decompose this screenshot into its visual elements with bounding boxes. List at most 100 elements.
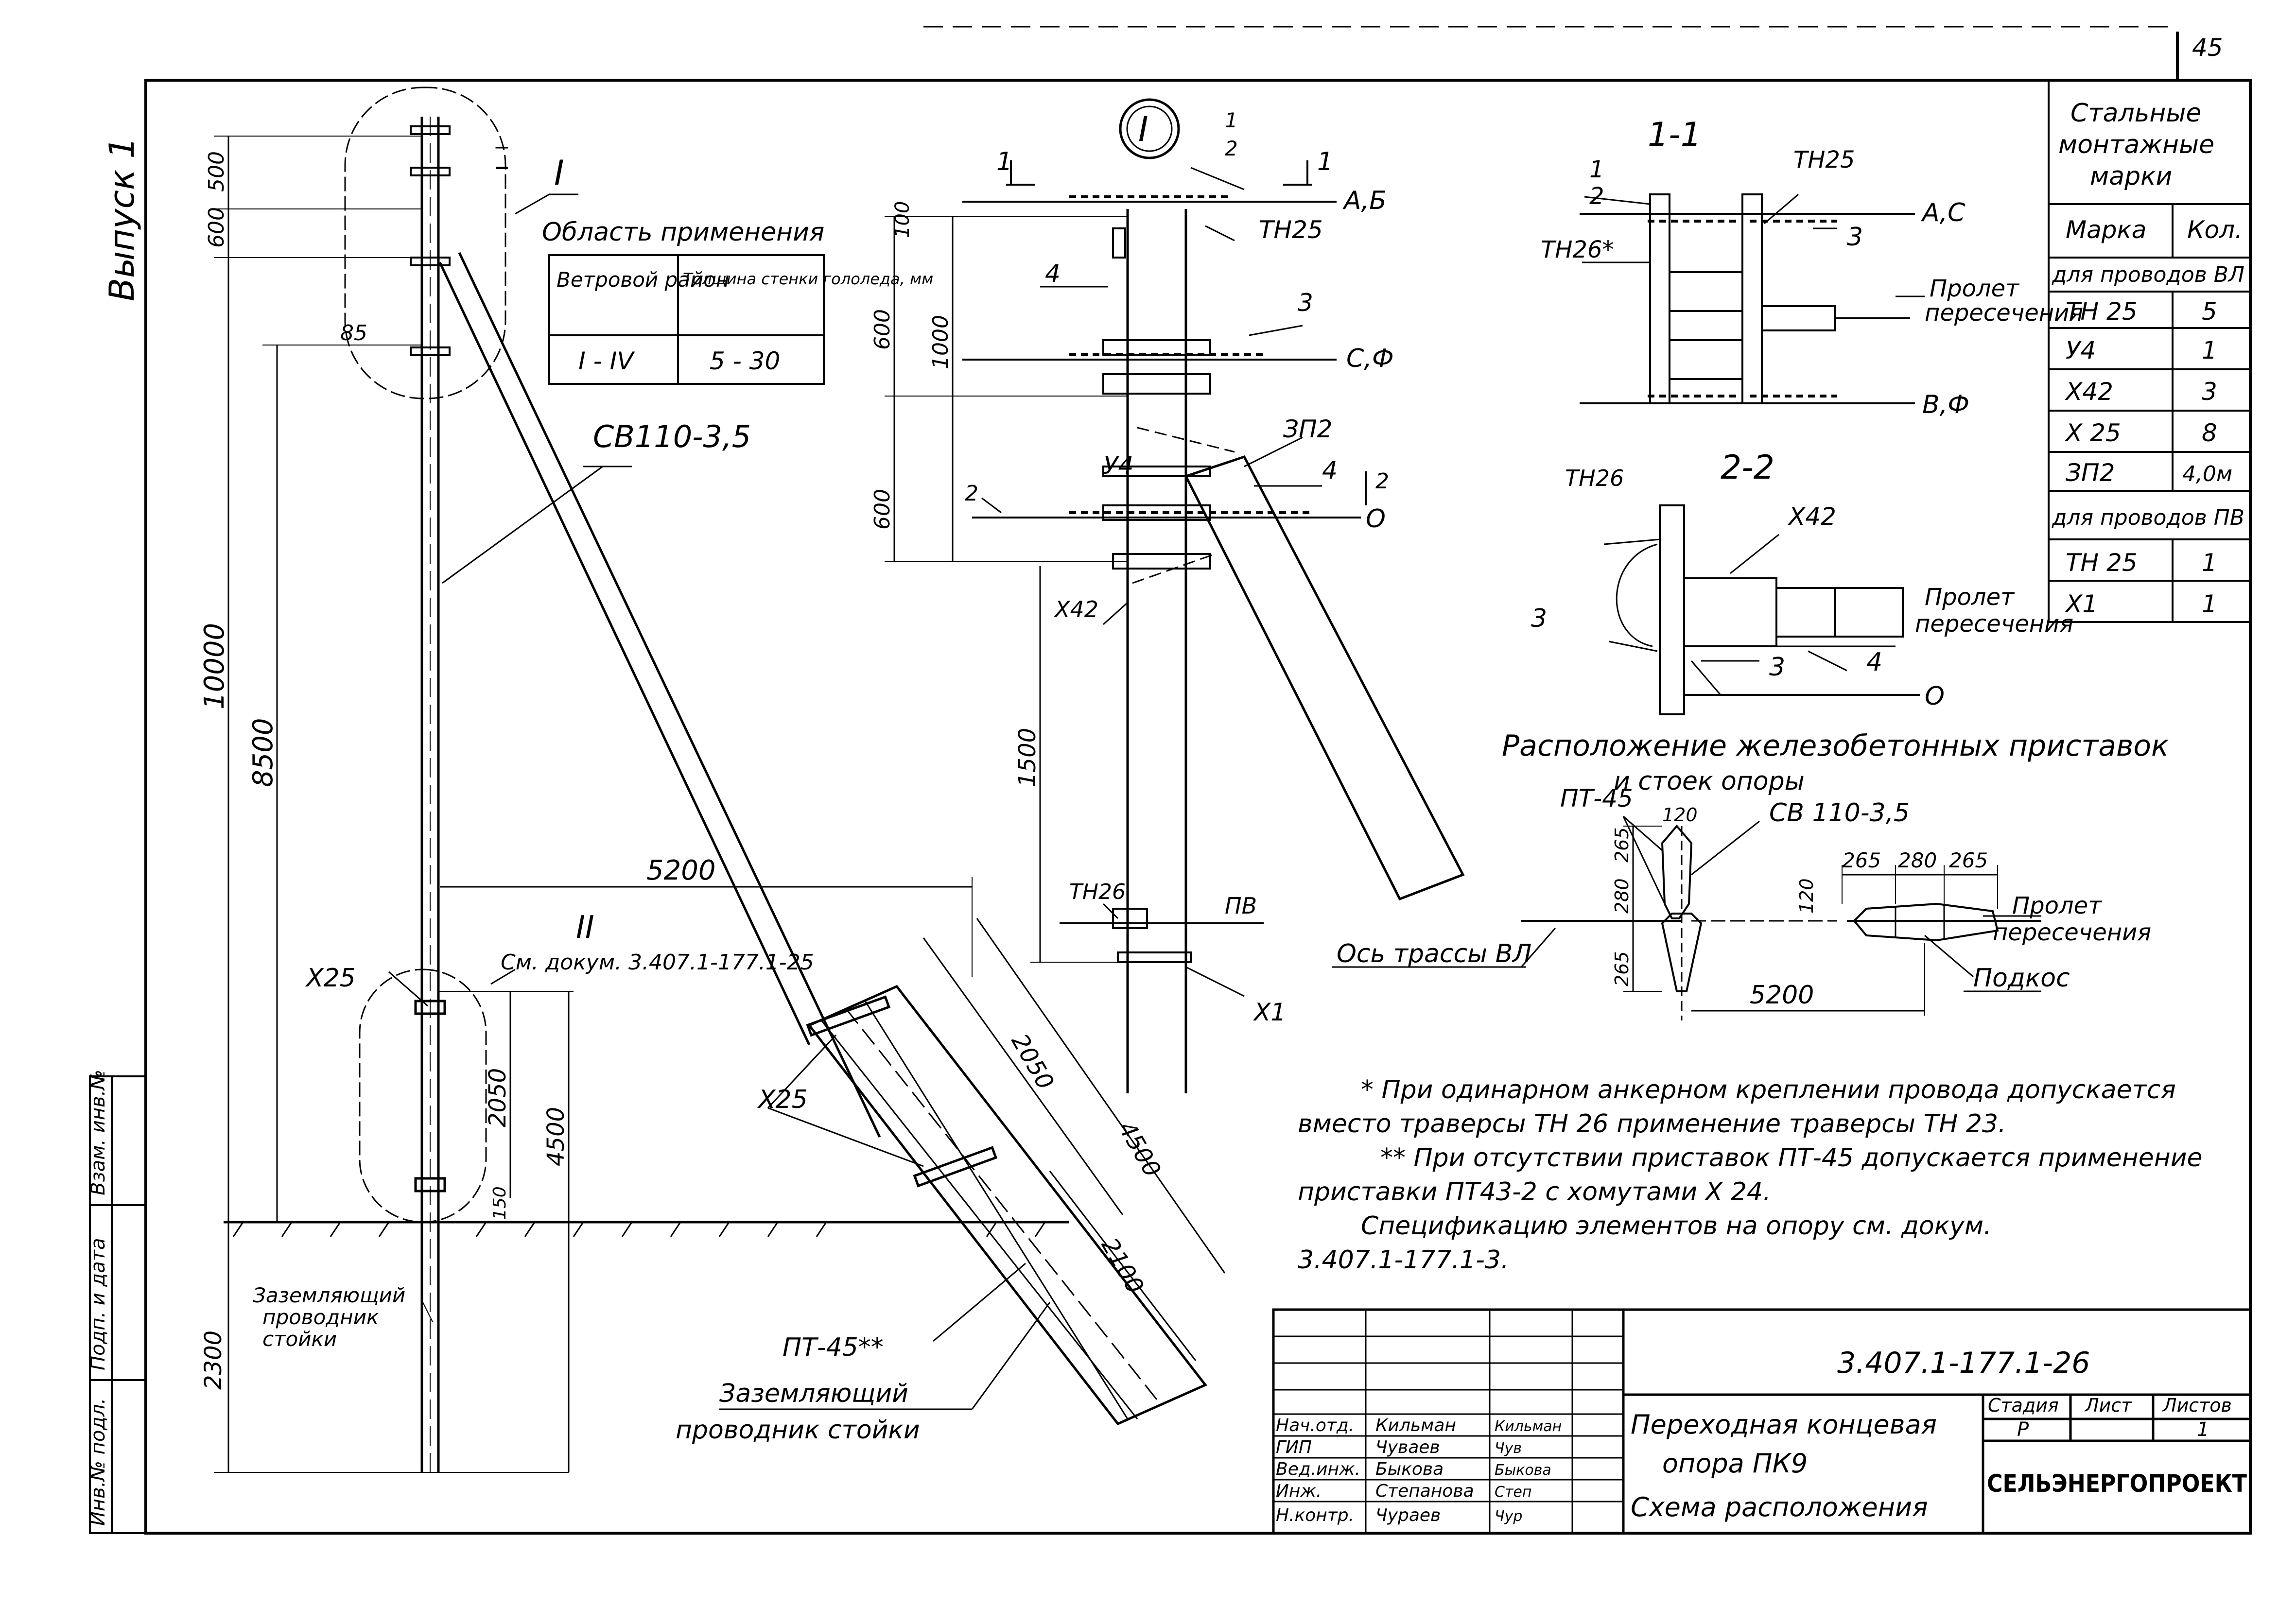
sec22-x42: Х42 bbox=[1787, 502, 1836, 531]
x25-tilted-label: Х25 bbox=[757, 1085, 808, 1114]
marks-title-1: Стальные bbox=[2070, 99, 2201, 128]
marks-vl-2-mark: Х42 bbox=[2064, 378, 2113, 406]
placement-dim-265-c: 265 bbox=[1842, 848, 1881, 872]
dim-4500-vertical: 4500 bbox=[542, 1107, 570, 1166]
callout-I-underline: ‾ bbox=[495, 143, 508, 171]
app-ice-value: 5 - 30 bbox=[710, 347, 780, 375]
sec22-n3b: 3 bbox=[1769, 653, 1785, 682]
sec11-phase-VF: В,Ф bbox=[1922, 390, 1969, 419]
name-3: Степанова bbox=[1375, 1481, 1474, 1501]
stage-header: Стадия bbox=[1988, 1395, 2059, 1416]
sec11-span-2: пересечения bbox=[1925, 299, 2083, 327]
ground-wire-left-2: проводник bbox=[262, 1305, 379, 1329]
role-3: Инж. bbox=[1276, 1481, 1322, 1501]
dim-600-b: 600 bbox=[870, 489, 895, 530]
detail-sec2-right: 2 bbox=[1375, 469, 1389, 494]
placement-sv: СВ 110-3,5 bbox=[1769, 798, 1910, 828]
placement-dim-280-b: 280 bbox=[1898, 848, 1937, 872]
placement-dim-265-d: 265 bbox=[1949, 848, 1988, 872]
detail-tn26: ТН26 bbox=[1069, 880, 1126, 904]
dim-150: 150 bbox=[490, 1186, 510, 1220]
sec22-n3a: 3 bbox=[1531, 604, 1547, 633]
app-wind-value: I - IV bbox=[578, 347, 635, 375]
name-1: Чуваев bbox=[1375, 1437, 1440, 1457]
name-4: Чураев bbox=[1375, 1505, 1441, 1525]
detail-I-sec1-left: 1 bbox=[996, 147, 1012, 176]
stamp-vzam: Взам. инв.№ bbox=[87, 1070, 109, 1195]
placement-dim-120: 120 bbox=[1662, 804, 1698, 826]
stamp-date: Подп. и дата bbox=[87, 1238, 109, 1370]
phase-AB: А,Б bbox=[1342, 186, 1387, 215]
sec22-tn26: ТН26 bbox=[1565, 465, 1624, 491]
sign-1: Чув bbox=[1495, 1440, 1522, 1457]
dim-2300: 2300 bbox=[200, 1331, 227, 1390]
detail-sec2-left: 2 bbox=[965, 481, 978, 506]
sec22-n4: 4 bbox=[1866, 648, 1882, 677]
detail-I bbox=[885, 98, 1465, 1093]
detail-I-n2: 2 bbox=[1225, 137, 1238, 160]
sec11-tn25: ТН25 bbox=[1793, 146, 1855, 173]
stamp-inv: Инв.№ подл. bbox=[87, 1398, 109, 1526]
section-2-2 bbox=[1603, 504, 1920, 715]
dim-1000: 1000 bbox=[928, 315, 953, 369]
ground-wire-left-1: Заземляющий bbox=[253, 1283, 405, 1307]
sec11-tn26: ТН26* bbox=[1541, 236, 1614, 263]
dim-4500-tilted: 4500 bbox=[1113, 1117, 1166, 1182]
marks-vl-4-mark: ЗП2 bbox=[2066, 459, 2115, 487]
org-name: СЕЛЬЭНЕРГОПРОЕКТ bbox=[1987, 1469, 2247, 1498]
app-header-ice: Толщина стенки гололеда, мм bbox=[683, 270, 933, 288]
ground-hatch bbox=[232, 1222, 1046, 1237]
detail-x1: Х1 bbox=[1252, 998, 1286, 1026]
callout-I-label: I bbox=[554, 153, 564, 193]
sign-2: Быкова bbox=[1495, 1462, 1551, 1479]
dim-2050-vertical: 2050 bbox=[484, 1068, 511, 1127]
application-table bbox=[548, 254, 825, 385]
marks-section-pv: для проводов ПВ bbox=[2052, 505, 2244, 530]
role-1: ГИП bbox=[1276, 1437, 1312, 1457]
sign-4: Чур bbox=[1495, 1508, 1522, 1525]
dim-85: 85 bbox=[340, 321, 367, 346]
section-1-1 bbox=[1580, 193, 1925, 404]
note-5: Спецификацию элементов на опору см. доку… bbox=[1361, 1211, 1992, 1241]
callout-II-label: II bbox=[576, 910, 594, 946]
detail-n4b: 4 bbox=[1322, 456, 1338, 484]
dim-500: 500 bbox=[204, 151, 229, 192]
main-view bbox=[214, 86, 1226, 1473]
dim-600-a: 600 bbox=[870, 309, 895, 350]
side-stamp bbox=[89, 1075, 147, 1534]
placement-subtitle: и стоек опоры bbox=[1614, 767, 1805, 796]
marks-pv-1-qty: 1 bbox=[2202, 590, 2217, 618]
sec11-n2: 2 bbox=[1589, 183, 1604, 210]
marks-vl-0-mark: ТН 25 bbox=[2066, 297, 2138, 326]
sheets-header: Листов bbox=[2162, 1395, 2232, 1416]
sign-3: Степ bbox=[1495, 1484, 1532, 1501]
dim-5200: 5200 bbox=[646, 855, 716, 886]
placement-span-1: Пролет bbox=[2012, 892, 2103, 919]
title-block bbox=[1272, 1308, 2252, 1535]
phase-O: О bbox=[1366, 504, 1386, 534]
ground-wire-bottom-2: проводник стойки bbox=[676, 1416, 920, 1445]
detail-zp2: ЗП2 bbox=[1283, 415, 1332, 443]
stage-value: Р bbox=[2017, 1418, 2029, 1441]
phase-SF: С,Ф bbox=[1346, 344, 1394, 373]
placement-dim-265-b: 265 bbox=[1611, 951, 1633, 986]
marks-vl-1-qty: 1 bbox=[2202, 336, 2217, 364]
placement-axis: Ось трассы ВЛ bbox=[1337, 939, 1531, 968]
sec22-span-2: пересечения bbox=[1915, 610, 2073, 638]
marks-header-qty: Кол. bbox=[2187, 216, 2243, 244]
detail-I-n1: 1 bbox=[1225, 108, 1238, 132]
x25-label: Х25 bbox=[305, 964, 356, 993]
pt45-label: ПТ-45** bbox=[783, 1333, 884, 1362]
placement-pt45: ПТ-45 bbox=[1560, 784, 1633, 812]
name-0: Кильман bbox=[1375, 1416, 1456, 1435]
placement-diagram bbox=[1332, 815, 2041, 1020]
marks-pv-0-mark: ТН 25 bbox=[2066, 549, 2138, 577]
marks-vl-3-mark: Х 25 bbox=[2064, 419, 2121, 447]
placement-dim-265-a: 265 bbox=[1611, 827, 1633, 863]
marks-vl-0-qty: 5 bbox=[2202, 297, 2217, 326]
ground-wire-left-3: стойки bbox=[262, 1327, 337, 1351]
placement-dim-280: 280 bbox=[1611, 878, 1633, 914]
role-0: Нач.отд. bbox=[1276, 1416, 1354, 1435]
dim-1500: 1500 bbox=[1014, 728, 1041, 787]
